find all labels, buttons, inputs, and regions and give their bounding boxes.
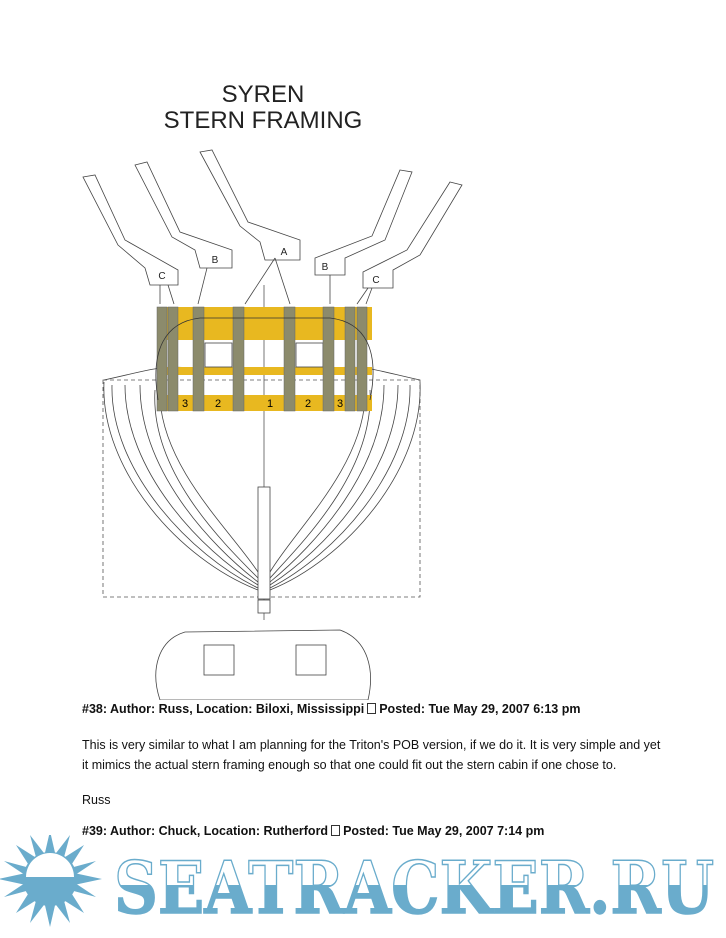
post-author-location: #38: Author: Russ, Location: Biloxi, Mis… xyxy=(82,702,365,716)
frame-number: 2 xyxy=(215,398,221,410)
hull-lines xyxy=(103,366,421,591)
frame-number: 1 xyxy=(267,398,273,410)
post-body-line: it mimics the actual stern framing enoug… xyxy=(82,758,617,772)
post-date: Posted: Tue May 29, 2007 7:14 pm xyxy=(343,824,545,838)
stern-post xyxy=(257,486,271,600)
post-body-line: This is very similar to what I am planni… xyxy=(82,738,661,752)
hull-outline-dashed xyxy=(102,379,421,598)
post-link-icon[interactable] xyxy=(331,825,341,836)
callout-label-c-left: C xyxy=(158,271,165,282)
frame-number: 3 xyxy=(337,398,343,410)
watermark-text: SEATRACKER.RU xyxy=(114,845,714,930)
drawing-title-line1: SYREN xyxy=(222,81,305,108)
frame-number: 3 xyxy=(182,398,188,410)
callout-label-c-right: C xyxy=(372,275,379,286)
post-header-38: #38: Author: Russ, Location: Biloxi, Mis… xyxy=(82,702,580,716)
seatracker-watermark: SEATRACKER.RU xyxy=(0,835,715,931)
post-signature: Russ xyxy=(82,793,111,807)
stern-framing-drawing: SYREN STERN FRAMING xyxy=(82,81,463,700)
callout-label-b-left: B xyxy=(212,255,219,266)
sun-icon xyxy=(0,835,102,927)
callout-label-a: A xyxy=(281,247,288,258)
post-date: Posted: Tue May 29, 2007 6:13 pm xyxy=(379,702,581,716)
callout-label-b-right: B xyxy=(322,262,329,273)
post-link-icon[interactable] xyxy=(367,703,377,714)
stern-plan-view xyxy=(155,629,371,700)
drawing-title-line2: STERN FRAMING xyxy=(164,107,363,134)
callout-leaders xyxy=(82,149,463,305)
stern-frame: 3 2 1 2 3 xyxy=(155,306,374,412)
frame-number: 2 xyxy=(305,398,311,410)
post-header-39: #39: Author: Chuck, Location: Rutherford… xyxy=(82,824,544,838)
post-author-location: #39: Author: Chuck, Location: Rutherford xyxy=(82,824,329,838)
keel-end xyxy=(257,599,271,614)
